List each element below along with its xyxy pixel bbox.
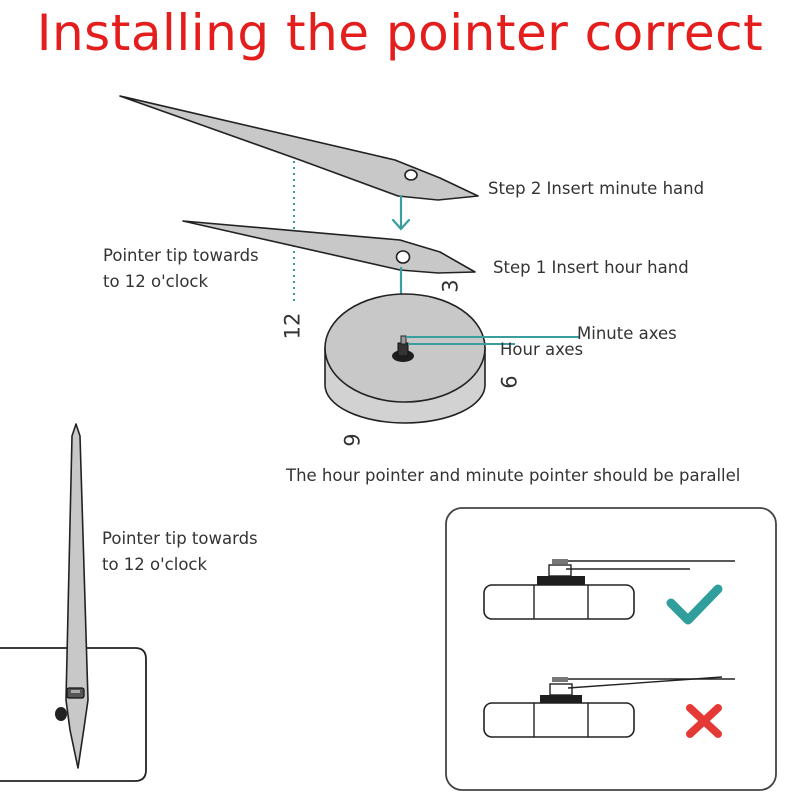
parallel-comparison-box (445, 507, 777, 791)
page-title: Installing the pointer correct (36, 4, 764, 62)
insert-arrow-minute (391, 194, 411, 231)
pointer-tip-note-bottom: Pointer tip towards to 12 o'clock (102, 526, 258, 578)
wrong-example (483, 676, 735, 738)
step1-label: Step 1 Insert hour hand (493, 258, 689, 277)
dial-number-3: 3 (438, 279, 463, 293)
dial-number-12: 12 (280, 312, 305, 340)
dial-number-6: 6 (497, 375, 522, 389)
minute-hand (119, 95, 479, 201)
pointer-tip2-line1: Pointer tip towards (102, 529, 258, 548)
parallel-note: The hour pointer and minute pointer shou… (286, 466, 741, 485)
check-mark-icon (666, 584, 723, 625)
clock-shaft (392, 335, 414, 362)
dial-number-9: 9 (340, 433, 365, 447)
pointer-tip-note-top: Pointer tip towards to 12 o'clock (103, 243, 259, 295)
correct-example (483, 559, 735, 620)
pointer-tip-line2: to 12 o'clock (103, 272, 209, 291)
hour-axes-label: Hour axes (500, 340, 584, 359)
pointer-tip-line1: Pointer tip towards (103, 246, 259, 265)
cross-mark-icon (686, 704, 722, 738)
minute-axes-label: Minute axes (577, 324, 677, 343)
vertical-pointer-hand (65, 423, 89, 769)
pointer-tip2-line2: to 12 o'clock (102, 555, 208, 574)
clock-movement-puck (324, 293, 486, 424)
step2-label: Step 2 Insert minute hand (488, 179, 705, 198)
